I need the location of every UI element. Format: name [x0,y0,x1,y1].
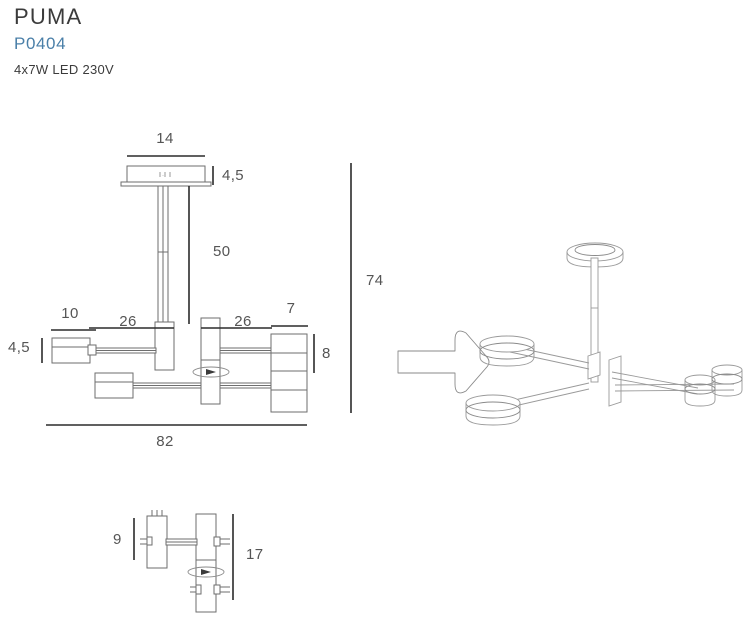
dim-right-shade-height: 8 [322,345,331,362]
upper-left-shade [51,337,97,364]
dim-side-depth: 9 [113,531,122,548]
side-view-dimension-lines [133,514,234,600]
suspension-rod [157,185,169,325]
side-center-block [195,513,217,613]
side-connecting-rod [165,538,198,546]
iso-center-junction [608,355,622,407]
ceiling-canopy [120,165,212,187]
lower-right-shade [270,370,308,413]
side-rotation-arrow-icon [187,566,225,578]
iso-upper-left-shade [479,335,535,367]
right-arrow-icon [397,330,490,394]
product-specs: 4x7W LED 230V [14,62,115,77]
lower-left-arm [132,382,202,389]
side-right-nubs-upper [213,536,230,547]
dim-left-shade-length: 10 [61,305,79,322]
left-junction-block [154,321,175,371]
dim-total-height: 74 [366,272,384,289]
iso-lower-left-shade [465,394,521,426]
upper-right-arm [219,347,273,354]
dim-left-arm-length: 26 [119,313,137,330]
dim-right-shade-width: 7 [286,300,296,317]
dim-rod-length: 50 [213,243,231,260]
front-elevation-view [41,155,352,426]
iso-left-junction [587,351,601,380]
lower-right-arm [219,382,273,389]
iso-suspension-rod [590,257,599,383]
iso-mid-right-shade [684,374,716,407]
lower-left-shade [94,372,134,399]
dim-left-shade-height: 4,5 [8,339,31,356]
perspective-3d-view [465,242,743,426]
dim-right-arm-length: 26 [234,313,252,330]
product-code: P0404 [14,34,67,53]
canopy-vent-dots [159,172,171,177]
upper-left-arm [87,347,157,354]
upper-right-shade [270,333,308,375]
rotation-arrow-icon [192,366,230,378]
page-title: PUMA [14,4,83,29]
side-left-nubs [140,536,153,546]
side-lower-nubs [190,584,230,595]
dim-canopy-height: 4,5 [222,167,245,184]
dim-side-height: 17 [246,546,264,563]
dim-canopy-width: 14 [156,130,174,147]
dim-total-width: 82 [156,433,174,450]
front-view-dimension-lines [41,155,352,426]
side-profile-view [133,510,234,613]
iso-far-right-shade [711,364,743,397]
center-junction-block [200,317,221,405]
